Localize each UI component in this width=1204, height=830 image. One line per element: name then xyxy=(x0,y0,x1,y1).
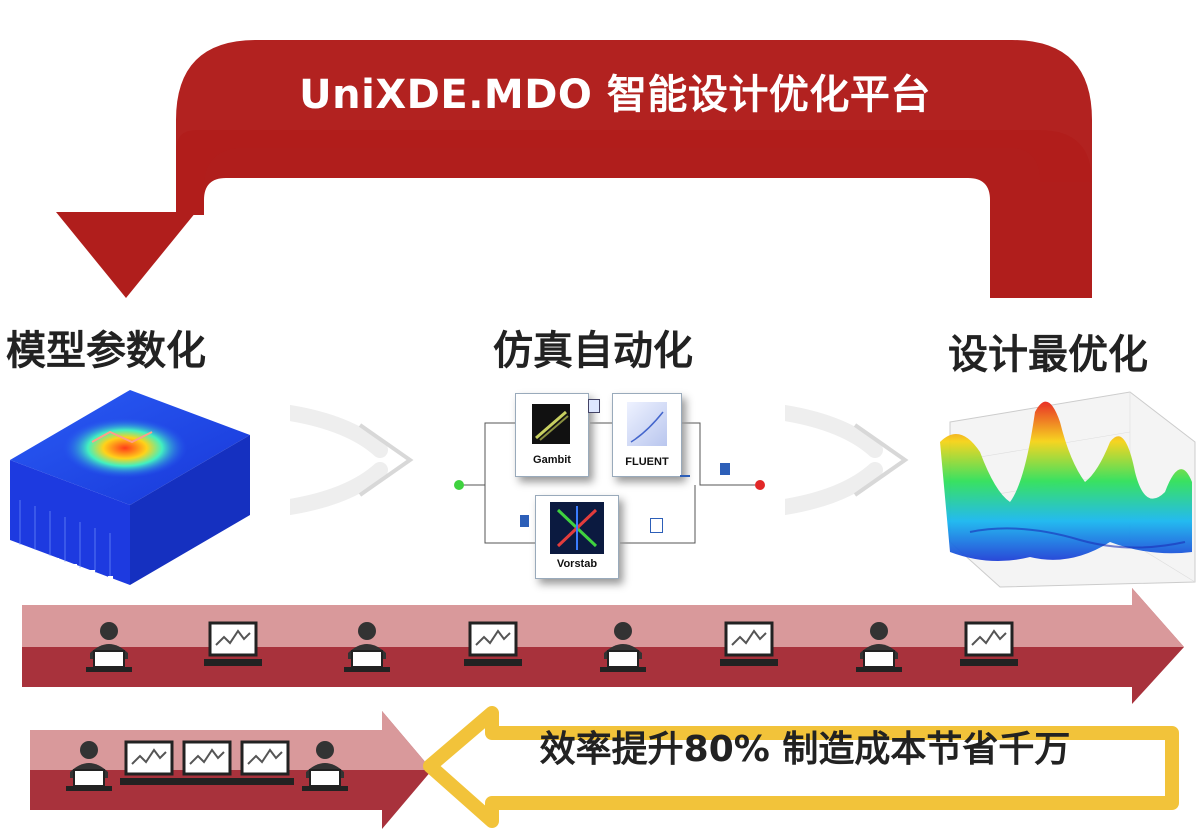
benefit-text: 效率提升80% 制造成本节省千万 xyxy=(539,729,1071,770)
chart-monitor-icon xyxy=(120,740,178,785)
input-file-icon xyxy=(520,515,529,527)
script-icon xyxy=(588,399,600,413)
stage-label-parametric: 模型参数化 xyxy=(6,328,206,374)
chart-monitor-icon xyxy=(204,621,262,666)
vorstab-icon xyxy=(550,502,604,554)
surface-plot-image xyxy=(940,391,1196,588)
platform-title: UniXDE.MDO 智能设计优化平台 xyxy=(299,72,931,118)
chart-monitor-icon xyxy=(960,621,1018,666)
gambit-tool: Gambit xyxy=(515,393,589,477)
vorstab-label: Vorstab xyxy=(556,558,598,570)
chart-monitor-icon xyxy=(236,740,294,785)
stage-label-simulation: 仿真自动化 xyxy=(493,328,693,374)
person-at-laptop-icon xyxy=(302,741,348,791)
fluent-label: FLUENT xyxy=(625,456,669,468)
traditional-process-icons xyxy=(0,585,1204,705)
flow-chevron-2 xyxy=(785,405,909,515)
person-at-laptop-icon xyxy=(66,741,112,791)
vorstab-tool: Vorstab xyxy=(535,495,619,579)
report-icon xyxy=(720,463,730,475)
fluent-icon xyxy=(627,402,667,446)
flow-chevron-1 xyxy=(290,405,414,515)
gambit-label: Gambit xyxy=(533,454,571,466)
person-at-laptop-icon xyxy=(344,622,390,672)
fluent-tool: FLUENT xyxy=(612,393,682,477)
chart-monitor-icon xyxy=(464,621,522,666)
chart-monitor-icon xyxy=(178,740,236,785)
heatsink-model-image xyxy=(10,390,250,594)
person-at-laptop-icon xyxy=(856,622,902,672)
process-icon xyxy=(680,467,690,477)
benefit-arrow xyxy=(423,706,1179,828)
traditional-process-arrow xyxy=(22,588,1184,704)
gambit-icon xyxy=(532,404,570,444)
optimized-process-icons xyxy=(0,708,440,830)
person-at-laptop-icon xyxy=(86,622,132,672)
stage-label-optimization: 设计最优化 xyxy=(948,332,1148,378)
chart-monitor-icon xyxy=(720,621,778,666)
output-file-icon xyxy=(650,518,663,533)
simulation-workflow: Gambit FLUENT Vorstab xyxy=(440,385,780,595)
person-at-laptop-icon xyxy=(600,622,646,672)
